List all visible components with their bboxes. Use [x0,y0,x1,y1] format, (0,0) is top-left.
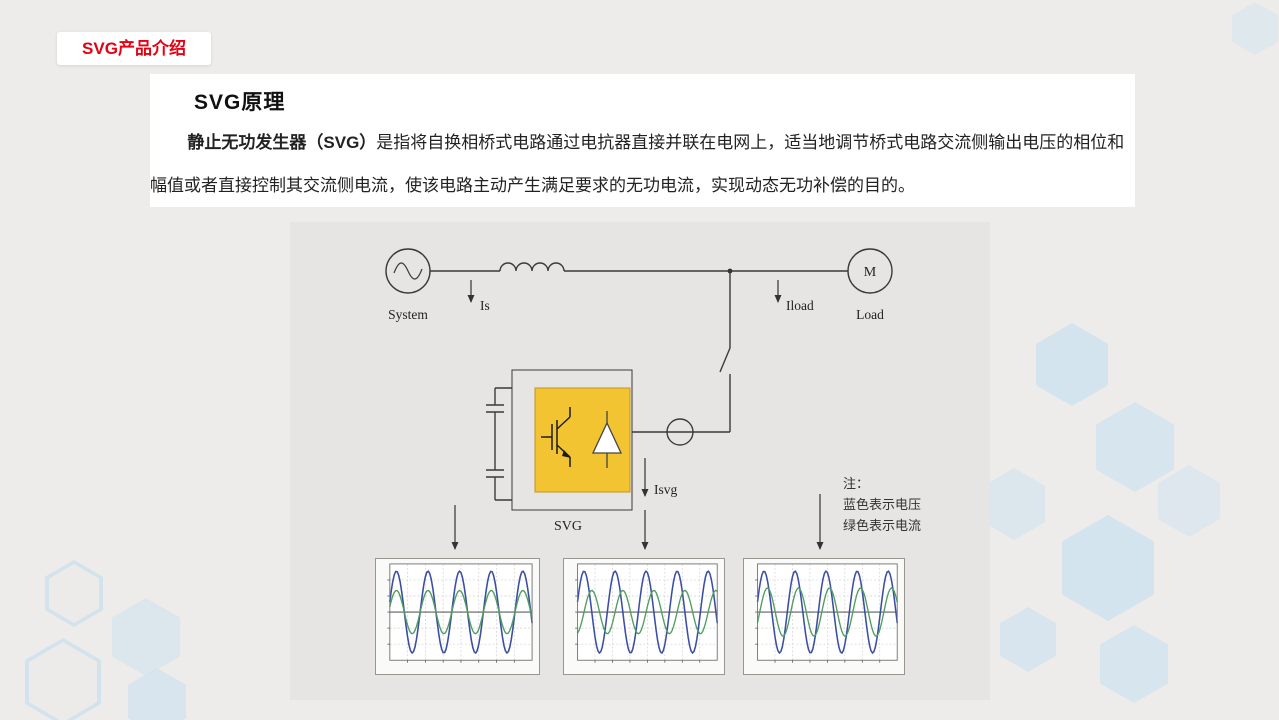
voltage-wave [389,569,533,655]
igbt-symbol [541,407,571,467]
hexagon-decoration [1158,465,1220,537]
note-title: 注： [843,476,869,491]
current-wave [576,589,718,635]
note-current: 绿色表示电流 [843,518,921,533]
junction-dot [727,268,733,274]
diode-symbol [591,411,623,468]
waveform-plot-is [375,558,540,675]
hexagon-decoration [45,560,103,627]
hexagon-decoration [1232,2,1278,55]
hexagon-decoration [1096,402,1174,492]
axes-frame [577,563,718,661]
hexagon-decoration [112,598,180,676]
current-transformer-symbol [666,418,694,446]
current-wave [389,589,533,635]
dc-capacitor-symbol [486,387,512,501]
is-label: Is [480,298,490,313]
note-voltage: 蓝色表示电压 [843,497,921,512]
waveform-plot-iload [743,558,905,675]
diagram-panel: System Load M Is Iload Isvg SVG 注： 蓝色表示电… [290,222,990,700]
waveform-plot-isvg [563,558,725,675]
axes-frame [757,563,898,661]
section-title: SVG原理 [194,91,286,114]
iload-label: Iload [786,298,814,313]
series-inductor-symbol [499,262,565,272]
voltage-wave [756,569,898,655]
circuit-diagram: System Load M Is Iload Isvg SVG 注： 蓝色表示电… [385,248,921,550]
motor-letter: M [864,265,877,280]
sine-symbol [393,262,423,280]
current-wave [756,587,898,637]
slide-corner-tag: SVG产品介绍 [57,32,211,65]
load-label: Load [856,307,884,322]
hexagon-decoration [128,668,186,720]
svg-converter-block [534,387,631,493]
body-text: 是指将自换相桥式电路通过电抗器直接并联在电网上，适当地调节桥式电路交流侧输出电压… [150,133,1125,195]
axes-frame [389,563,533,661]
isvg-label: Isvg [654,482,677,497]
hexagon-decoration [25,638,101,720]
body-paragraph: 静止无功发生器（SVG）是指将自换相桥式电路通过电抗器直接并联在电网上，适当地调… [150,121,1135,207]
system-label: System [388,307,428,322]
content-panel: SVG原理 静止无功发生器（SVG）是指将自换相桥式电路通过电抗器直接并联在电网… [150,74,1135,207]
converter-outline [511,369,633,511]
hexagon-decoration [983,468,1045,540]
body-lead: 静止无功发生器（SVG） [187,133,377,152]
current-arrows [451,280,824,550]
switch-symbol [719,347,731,373]
hexagon-decoration [1062,515,1154,621]
hexagon-decoration [1100,625,1168,703]
voltage-wave [576,569,718,655]
hexagon-decoration [1000,607,1056,672]
svg-block-label: SVG [554,519,582,534]
load-motor-symbol [847,248,893,294]
hexagon-decoration [1036,323,1108,406]
